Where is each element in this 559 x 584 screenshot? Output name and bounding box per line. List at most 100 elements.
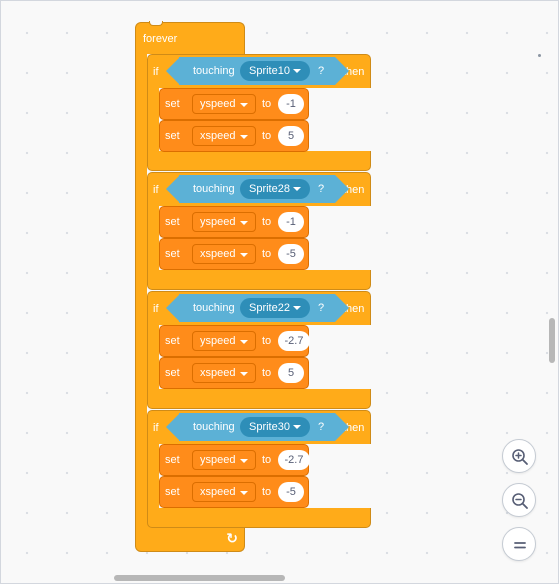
chevron-down-icon [240,103,248,107]
value-input[interactable]: -1 [278,212,304,232]
touching-label: touching [193,421,235,433]
chevron-down-icon [240,491,248,495]
variable-dropdown-value: yspeed [200,216,236,228]
sprite-dropdown[interactable]: Sprite22 [240,298,310,318]
if-block-arm[interactable] [147,324,159,390]
then-label: then [343,66,365,78]
value-input[interactable]: 5 [278,126,304,146]
then-label: then [343,422,365,434]
set-label: set [165,216,180,228]
touching-label: touching [193,183,235,195]
set-variable-block[interactable]: set xspeed to 5 [159,357,309,389]
variable-dropdown[interactable]: xspeed [192,244,256,264]
then-label: then [343,184,365,196]
if-block-bottom[interactable] [147,389,371,409]
variable-dropdown-value: xspeed [200,367,236,379]
to-label: to [262,335,272,347]
sprite-dropdown[interactable]: Sprite28 [240,179,310,199]
sprite-dropdown-value: Sprite28 [249,183,290,195]
loop-arrow-icon: ↻ [226,530,238,546]
set-variable-block[interactable]: set yspeed to -2.7 [159,325,310,357]
chevron-down-icon [293,425,301,429]
if-label: if [153,66,159,78]
if-label: if [153,422,159,434]
variable-dropdown-value: xspeed [200,130,236,142]
chevron-down-icon [293,306,301,310]
touching-label: touching [193,302,235,314]
to-label: to [262,486,272,498]
variable-dropdown[interactable]: yspeed [192,212,256,232]
chevron-down-icon [293,187,301,191]
variable-dropdown[interactable]: xspeed [192,482,256,502]
zoom-reset-icon [514,542,526,549]
zoom-in-icon [512,449,528,465]
set-label: set [165,486,180,498]
chevron-down-icon [240,221,248,225]
to-label: to [262,98,272,110]
variable-dropdown-value: xspeed [200,248,236,260]
variable-dropdown[interactable]: xspeed [192,363,256,383]
touching-block[interactable]: touching Sprite30 ? [179,413,335,441]
set-variable-block[interactable]: set yspeed to -1 [159,88,309,120]
variable-dropdown[interactable]: yspeed [192,450,256,470]
value-input[interactable]: -1 [278,94,304,114]
sprite-dropdown[interactable]: Sprite10 [240,61,310,81]
set-label: set [165,248,180,260]
forever-block-top[interactable]: forever [135,22,245,54]
to-label: to [262,248,272,260]
question-mark: ? [318,302,325,314]
set-variable-block[interactable]: set xspeed to -5 [159,476,309,508]
value-input[interactable]: -2.7 [278,450,310,470]
touching-label: touching [193,65,235,77]
horizontal-scrollbar[interactable] [114,575,285,581]
if-block-bottom[interactable] [147,508,371,528]
value-input[interactable]: -5 [278,244,304,264]
if-block-arm[interactable] [147,443,159,509]
forever-block-arm[interactable] [135,53,147,523]
set-label: set [165,98,180,110]
value-input[interactable]: -2.7 [278,331,310,351]
if-label: if [153,184,159,196]
chevron-down-icon [240,372,248,376]
variable-dropdown-value: yspeed [200,98,236,110]
forever-notch [149,21,163,26]
zoom-out-button[interactable] [502,483,536,517]
variable-dropdown-value: xspeed [200,486,236,498]
set-label: set [165,130,180,142]
value-input[interactable]: 5 [278,363,304,383]
chevron-down-icon [240,340,248,344]
touching-block[interactable]: touching Sprite28 ? [179,175,335,203]
zoom-reset-button[interactable] [502,527,536,561]
zoom-in-button[interactable] [502,439,536,473]
if-block-arm[interactable] [147,87,159,152]
if-block-bottom[interactable] [147,151,371,171]
chevron-down-icon [293,69,301,73]
value-input[interactable]: -5 [278,482,304,502]
set-variable-block[interactable]: set yspeed to -1 [159,206,309,238]
chevron-down-icon [240,135,248,139]
variable-dropdown[interactable]: yspeed [192,94,256,114]
forever-label: forever [143,33,178,45]
variable-dropdown[interactable]: xspeed [192,126,256,146]
set-label: set [165,367,180,379]
if-block-bottom[interactable] [147,270,371,290]
chevron-down-icon [240,459,248,463]
variable-dropdown[interactable]: yspeed [192,331,256,351]
zoom-out-icon [512,493,528,509]
set-variable-block[interactable]: set yspeed to -2.7 [159,444,310,476]
to-label: to [262,454,272,466]
sprite-dropdown-value: Sprite22 [249,302,290,314]
if-block-arm[interactable] [147,205,159,271]
question-mark: ? [318,65,325,77]
set-label: set [165,335,180,347]
touching-block[interactable]: touching Sprite22 ? [179,294,335,322]
vertical-scrollbar[interactable] [549,318,555,363]
then-label: then [343,303,365,315]
touching-block[interactable]: touching Sprite10 ? [179,57,335,85]
sprite-dropdown[interactable]: Sprite30 [240,417,310,437]
to-label: to [262,130,272,142]
to-label: to [262,216,272,228]
set-variable-block[interactable]: set xspeed to -5 [159,238,309,270]
chevron-down-icon [240,253,248,257]
set-variable-block[interactable]: set xspeed to 5 [159,120,309,152]
